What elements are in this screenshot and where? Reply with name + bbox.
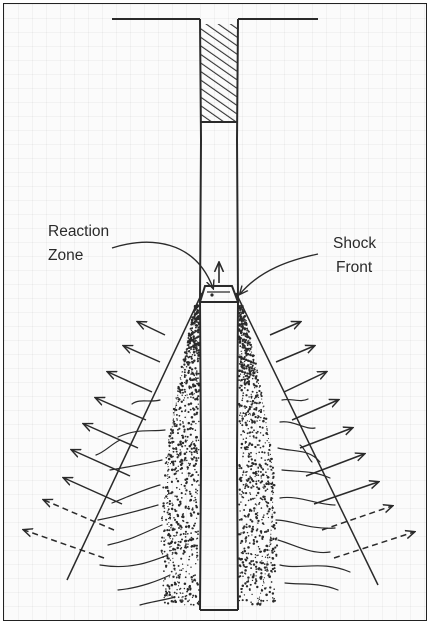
label-shock-front-line1: Shock (333, 235, 376, 252)
stress-arrow-right-8 (322, 506, 392, 530)
radial-cracks (96, 399, 350, 605)
borehole-right-wall (237, 19, 238, 610)
crack-right-5 (280, 497, 335, 505)
reaction-zone-leader-line (112, 242, 213, 288)
reaction-zone-dot (210, 293, 213, 296)
crack-right-8 (280, 565, 350, 572)
borehole-left-wall (200, 19, 201, 610)
label-reaction-zone-line1: Reaction (48, 223, 109, 240)
stemming-plug (201, 24, 237, 122)
crushed-zone-right (238, 304, 278, 605)
crack-left-9 (140, 597, 175, 605)
stress-arrow-left-8 (44, 500, 114, 530)
crack-right-7 (278, 540, 330, 553)
stress-arrow-left-3 (108, 372, 152, 392)
crack-left-10 (96, 440, 120, 455)
crack-left-2 (118, 430, 165, 437)
stress-arrow-right-2 (276, 346, 314, 362)
stress-arrow-left-1 (138, 322, 165, 335)
stress-arrow-left-2 (124, 346, 160, 362)
stress-arrow-left-9 (24, 530, 104, 558)
crack-right-1 (282, 399, 308, 401)
shock-front-leader-line (240, 254, 318, 294)
crack-left-7 (100, 555, 168, 567)
stress-arrow-right-4 (292, 400, 338, 420)
crushed-zone-left (161, 304, 201, 606)
crack-left-4 (112, 485, 160, 503)
label-reaction-zone-line2: Zone (48, 247, 83, 264)
crack-left-6 (108, 525, 162, 545)
stress-arrow-right-9 (334, 532, 414, 558)
crack-right-9 (285, 583, 338, 590)
label-shock-front-line2: Front (336, 259, 373, 276)
stress-arrow-right-1 (270, 322, 300, 335)
crack-left-3 (110, 460, 162, 470)
crack-left-5 (98, 505, 158, 520)
stress-arrow-right-7 (314, 482, 378, 504)
stress-arrow-right-5 (300, 428, 352, 448)
reaction-zone-shape (200, 286, 238, 302)
crack-right-6 (276, 520, 335, 528)
crack-left-8 (118, 575, 170, 590)
stress-arrow-right-3 (284, 372, 326, 392)
crack-right-3 (278, 448, 320, 462)
crack-right-2 (280, 422, 315, 429)
stress-arrow-left-5 (84, 424, 138, 448)
crack-left-1 (132, 400, 160, 404)
